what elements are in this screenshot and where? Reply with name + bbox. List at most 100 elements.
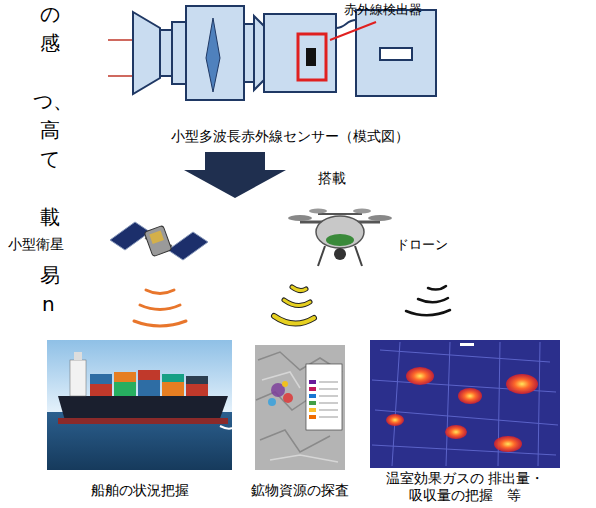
mineral-map-part bbox=[256, 352, 342, 452]
sensor-drawing-part bbox=[206, 18, 220, 92]
sensor-drawing bbox=[108, 6, 436, 100]
ship-photo-part bbox=[114, 372, 136, 382]
sensor-drawing-part bbox=[254, 16, 264, 90]
mineral-map-part bbox=[319, 389, 338, 390]
sensor-drawing-part bbox=[306, 48, 316, 66]
drone-drawing-part bbox=[368, 215, 392, 221]
ghg-map-part bbox=[458, 388, 482, 404]
drone-drawing-part bbox=[318, 246, 325, 266]
mineral-map-part bbox=[319, 403, 338, 404]
sensor-drawing-part bbox=[380, 48, 412, 60]
mineral-map-part bbox=[309, 387, 316, 391]
ship-photo-part bbox=[138, 380, 160, 396]
drone-drawing-part bbox=[353, 209, 371, 214]
drone-drawing-part bbox=[318, 213, 362, 215]
mineral-map-part bbox=[319, 410, 338, 411]
use-caption: 温室効果ガスの 排出量・吸収量の把握 等 bbox=[373, 470, 557, 504]
ship-photo-part bbox=[74, 352, 82, 360]
ghg-map-part bbox=[372, 342, 558, 466]
mineral-map-part bbox=[319, 396, 338, 397]
mineral-map-part bbox=[309, 408, 316, 412]
mineral-map-part bbox=[306, 364, 342, 430]
drone-drawing-part bbox=[334, 248, 346, 260]
ship-photo-part bbox=[162, 374, 184, 382]
mineral-map-part bbox=[309, 380, 316, 384]
satellite-drawing-part bbox=[168, 232, 208, 260]
ghg-map-part bbox=[406, 367, 434, 385]
signal-waves-part bbox=[292, 287, 306, 291]
satellite-drawing bbox=[110, 222, 208, 260]
ship-photo-part bbox=[186, 384, 208, 396]
clipped-text: n bbox=[42, 292, 55, 316]
ship-photo-part bbox=[47, 412, 232, 470]
ghg-map-part bbox=[506, 374, 538, 394]
ship-photo-part bbox=[58, 418, 228, 424]
mineral-map-part bbox=[319, 417, 338, 418]
clipped-text: 感 bbox=[40, 31, 60, 55]
ghg-map-part bbox=[445, 425, 467, 439]
use-caption: 鉱物資源の探査 bbox=[251, 482, 349, 499]
signal-waves-part bbox=[428, 286, 446, 290]
ship-photo-part bbox=[186, 376, 208, 384]
down-arrow bbox=[184, 152, 286, 198]
satellite-drawing-part bbox=[110, 222, 150, 250]
satellite-drawing-part bbox=[149, 230, 164, 244]
ghg-map bbox=[370, 340, 560, 468]
sensor-drawing-part bbox=[356, 10, 436, 96]
ship-photo-part bbox=[114, 382, 136, 396]
signal-waves-part bbox=[146, 290, 174, 294]
sensor-drawing-part bbox=[264, 14, 336, 92]
drone-drawing-part bbox=[355, 246, 362, 266]
use-caption: 船舶の状況把握 bbox=[91, 482, 189, 499]
ship-photo-part bbox=[162, 382, 184, 396]
clipped-text: の bbox=[40, 2, 60, 26]
platform-label: 小型衛星 bbox=[8, 236, 64, 253]
drone-drawing-part bbox=[309, 209, 327, 214]
drone-drawing-part bbox=[288, 215, 312, 221]
platform-label: ドローン bbox=[396, 237, 448, 253]
ship-photo-part bbox=[220, 426, 232, 429]
clipped-text: 高 bbox=[40, 118, 60, 142]
clipped-text: 易 bbox=[40, 263, 60, 287]
mineral-map-part bbox=[283, 393, 293, 403]
mineral-map-part bbox=[309, 415, 316, 419]
mineral-map-part bbox=[319, 382, 338, 383]
satellite-drawing-part bbox=[144, 225, 172, 256]
signal-waves-part bbox=[292, 287, 306, 291]
sensor-drawing-part bbox=[336, 20, 356, 28]
sensor-drawing-part bbox=[133, 12, 160, 94]
sensor-drawing-part bbox=[298, 34, 326, 80]
ship-photo-part bbox=[90, 374, 112, 384]
signal-waves-part bbox=[134, 321, 186, 326]
mineral-map bbox=[255, 345, 345, 470]
signal-waves-part bbox=[284, 300, 310, 306]
sensor-drawing-part bbox=[330, 22, 376, 40]
signal-waves bbox=[134, 286, 450, 326]
drone-drawing-part bbox=[316, 216, 364, 248]
signal-waves-part bbox=[284, 300, 310, 306]
ship-photo-part bbox=[70, 360, 86, 396]
signal-waves-part bbox=[274, 316, 314, 324]
sensor-drawing-part bbox=[172, 22, 186, 84]
mineral-map-part bbox=[268, 398, 276, 406]
ghg-map-part bbox=[386, 414, 404, 426]
ship-photo-part bbox=[138, 370, 160, 380]
sensor-drawing-part bbox=[160, 30, 172, 76]
ship-photo-part bbox=[58, 396, 228, 424]
ghg-map-part bbox=[460, 343, 474, 346]
ghg-map-part bbox=[494, 436, 522, 452]
ship-photo-part bbox=[90, 384, 112, 396]
mineral-map-part bbox=[309, 394, 316, 398]
mineral-map-part bbox=[255, 345, 345, 470]
sensor-drawing-part bbox=[186, 6, 244, 100]
sensor-drawing-part bbox=[244, 24, 254, 82]
ghg-map-part bbox=[370, 340, 560, 468]
signal-waves-part bbox=[406, 310, 450, 315]
drone-drawing-part bbox=[326, 234, 354, 246]
mineral-map-part bbox=[309, 401, 316, 405]
clipped-text: つ、 bbox=[33, 89, 73, 113]
signal-waves-part bbox=[274, 316, 314, 324]
drone-drawing bbox=[288, 209, 392, 267]
mineral-map-part bbox=[282, 381, 288, 387]
